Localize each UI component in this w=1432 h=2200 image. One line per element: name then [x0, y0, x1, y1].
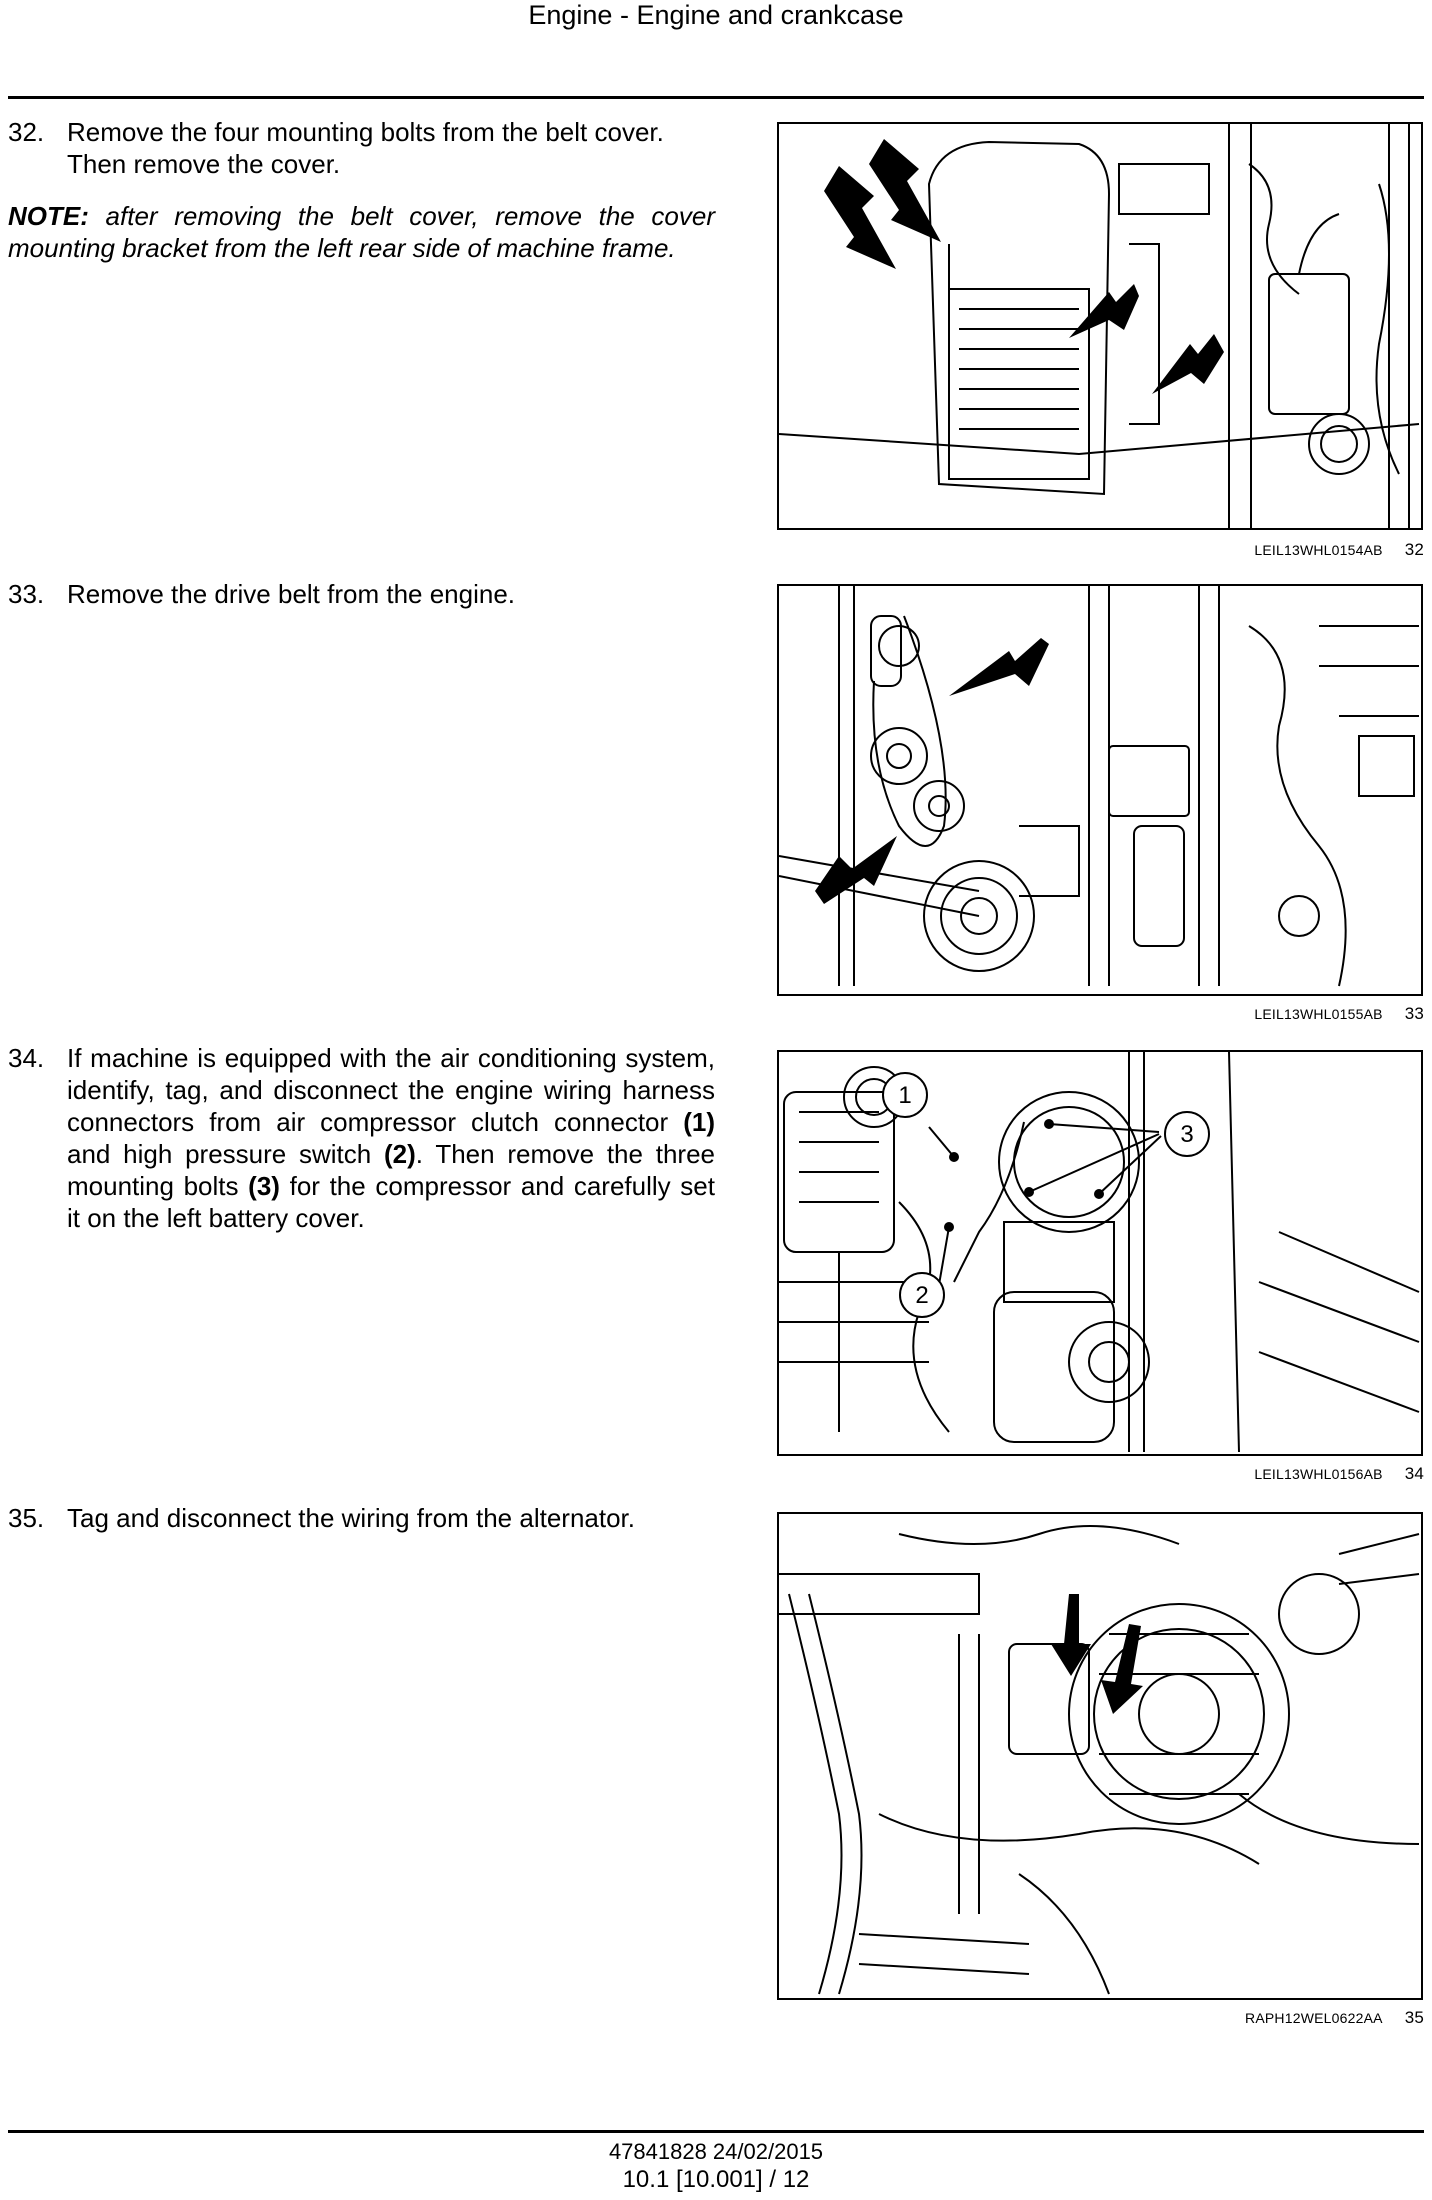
figure-33-caption: LEIL13WHL0155AB 33 — [1254, 1004, 1424, 1024]
figure-33-illustration — [777, 584, 1423, 996]
step-32: 32. Remove the four mounting bolts from … — [8, 116, 715, 264]
callout-2: 2 — [915, 1282, 928, 1309]
step-text: Remove the drive belt from the engine. — [67, 579, 516, 609]
figure-code: LEIL13WHL0154AB — [1254, 542, 1383, 558]
figure-number: 35 — [1404, 2008, 1424, 2027]
step-text: If machine is equipped with the air cond… — [67, 1043, 715, 1233]
callout-3: 3 — [1180, 1121, 1193, 1148]
figure-34-illustration: 1 2 3 — [777, 1050, 1423, 1456]
footer-doc-id: 47841828 24/02/2015 — [608, 2139, 824, 2164]
header-rule — [8, 96, 1424, 99]
figure-number: 33 — [1404, 1004, 1424, 1023]
step-note: NOTE: after removing the belt cover, rem… — [8, 200, 715, 264]
step-33: 33. Remove the drive belt from the engin… — [8, 578, 715, 610]
figure-code: LEIL13WHL0156AB — [1254, 1466, 1383, 1482]
figure-number: 34 — [1404, 1464, 1424, 1483]
note-label: NOTE: — [8, 201, 89, 231]
callout-1: 1 — [898, 1082, 911, 1109]
step-text-line: Remove the four mounting bolts from the … — [67, 117, 664, 147]
figure-code: LEIL13WHL0155AB — [1254, 1006, 1383, 1022]
step-number: 35. — [8, 1503, 45, 1533]
step-34: 34. If machine is equipped with the air … — [8, 1042, 715, 1234]
figure-32-illustration — [777, 122, 1423, 530]
step-text-line: Then remove the cover. — [67, 149, 341, 179]
figure-32-caption: LEIL13WHL0154AB 32 — [1254, 540, 1424, 560]
step-text: Tag and disconnect the wiring from the a… — [67, 1503, 635, 1533]
step-number: 32. — [8, 117, 45, 147]
note-text: after removing the belt cover, remove th… — [8, 201, 715, 263]
step-35: 35. Tag and disconnect the wiring from t… — [8, 1502, 715, 1534]
figure-35-caption: RAPH12WEL0622AA 35 — [1245, 2008, 1424, 2028]
figure-35-illustration — [777, 1512, 1423, 2000]
footer-rule — [8, 2130, 1424, 2133]
step-number: 33. — [8, 579, 45, 609]
step-number: 34. — [8, 1043, 45, 1073]
figure-34-caption: LEIL13WHL0156AB 34 — [1254, 1464, 1424, 1484]
page-header-title: Engine - Engine and crankcase — [528, 0, 904, 30]
footer-page-number: 10.1 [10.001] / 12 — [622, 2166, 810, 2193]
figure-number: 32 — [1404, 540, 1424, 559]
figure-code: RAPH12WEL0622AA — [1245, 2010, 1383, 2026]
